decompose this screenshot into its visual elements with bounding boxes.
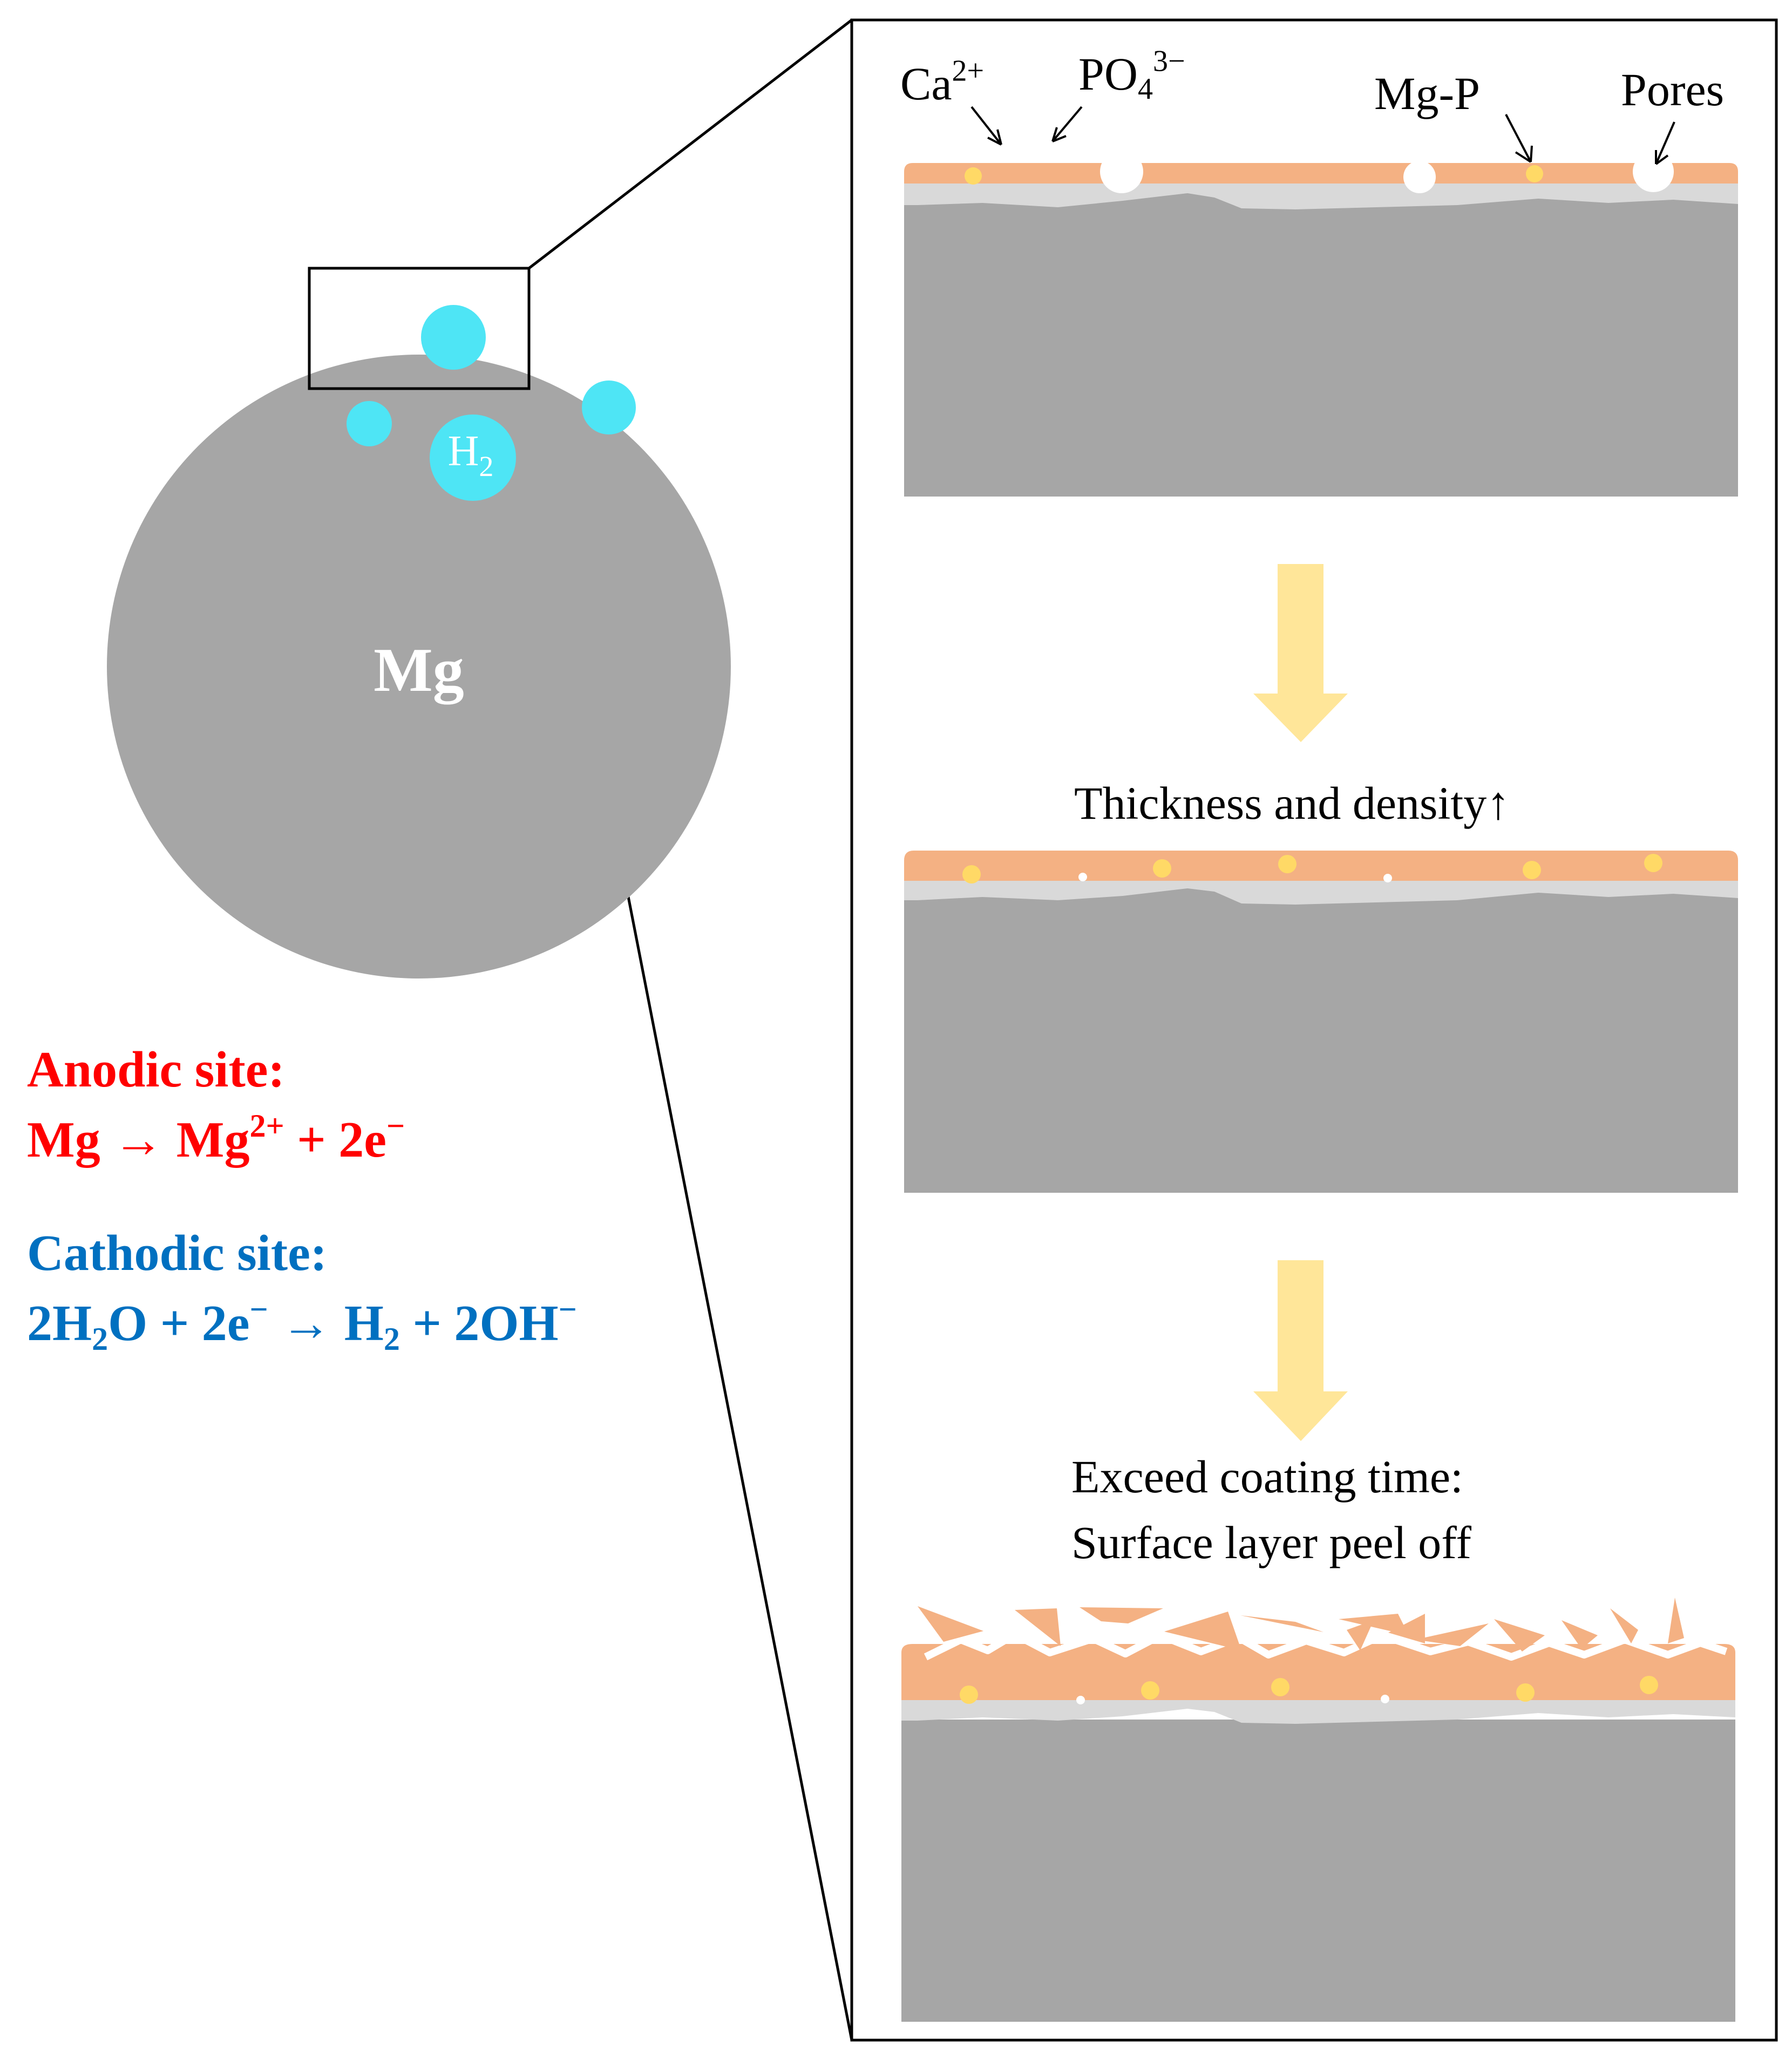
substrate [904,178,1738,497]
step1-caption: Thickness and density↑ [1074,777,1510,829]
coating-flake [1562,1620,1598,1649]
coating-flake [1339,1614,1409,1635]
h2-bubble-right [582,380,636,434]
pores-pointer-arrow [1655,121,1675,165]
pore [1100,150,1143,193]
mg-p-particle [1640,1676,1658,1694]
mg-p-particle [962,865,981,884]
anodic-heading: Anodic site: [27,1042,285,1098]
mg-p-particle [1526,165,1543,182]
coating-flake [1388,1614,1425,1643]
coating-flake [1240,1615,1323,1632]
zoom-selection-box [308,267,531,390]
cross-section-initial [904,150,1738,497]
mg-p-particle [1523,861,1541,879]
coating-flake [1668,1598,1684,1643]
interlayer [904,881,1738,905]
flow-arrow-2 [1253,1260,1348,1441]
label-pointers [970,106,1675,165]
ca-label: Ca2+ [900,54,985,110]
cross-section-densified [904,851,1738,1193]
h2-bubble-label: H2 [448,427,494,483]
mg-p-particle [1153,859,1171,878]
step2-caption-line1: Exceed coating time: [1071,1451,1463,1503]
mg-p-particle [1278,855,1297,873]
coating-flake [1494,1619,1545,1652]
mg-p-particle [1516,1683,1535,1702]
mg-p-particle [960,1686,978,1704]
coating-layer [901,1644,1735,1700]
cathodic-equation: 2H2O + 2e− → H2 + 2OH− [27,1291,577,1357]
substrate [904,874,1738,1193]
mg-p-label: Mg-P [1374,67,1480,119]
h2-bubble-labeled [430,414,516,501]
pore [1381,1695,1389,1703]
coating-layer [904,851,1738,881]
coating-flake [918,1606,983,1642]
interlayer [901,1700,1735,1724]
ca-pointer-arrow [970,106,1002,146]
step2-caption-line2: Surface layer peel off [1071,1517,1471,1568]
mg-p-particle [1141,1681,1159,1700]
mg-p-particle [965,167,982,185]
h2-bubble-small [347,401,392,446]
mg-p-particle [1644,854,1662,872]
zoom-connector-top [528,19,853,269]
po4-pointer-arrow [1051,106,1083,142]
cross-section-peeling [901,1598,1735,2022]
crack-line [924,1630,1728,1661]
magnified-panel-frame [850,18,1778,2042]
coating-flake [1080,1607,1163,1623]
pore [1383,874,1392,882]
pore [1403,161,1436,193]
coating-layer [904,163,1738,184]
flow-arrow-1 [1253,564,1348,742]
mg-sphere-label: Mg [374,636,464,705]
coating-flake [1164,1612,1241,1650]
coating-flake [1347,1620,1374,1650]
coating-flake [1610,1608,1638,1643]
mg-sphere [107,355,731,978]
po4-label: PO43− [1078,44,1185,106]
substrate [901,1720,1735,2022]
mg-p-particle [1271,1678,1289,1696]
coating-flake [1415,1623,1489,1646]
anodic-equation: Mg → Mg2+ + 2e− [27,1107,405,1168]
pore [1076,1696,1085,1704]
pore [1078,873,1087,881]
mgp-pointer-arrow [1505,114,1533,163]
cathodic-heading: Cathodic site: [27,1225,328,1281]
pores-label: Pores [1621,64,1725,115]
h2-bubble-top [421,305,486,370]
pore [1633,151,1674,192]
coating-flake [1015,1608,1061,1646]
